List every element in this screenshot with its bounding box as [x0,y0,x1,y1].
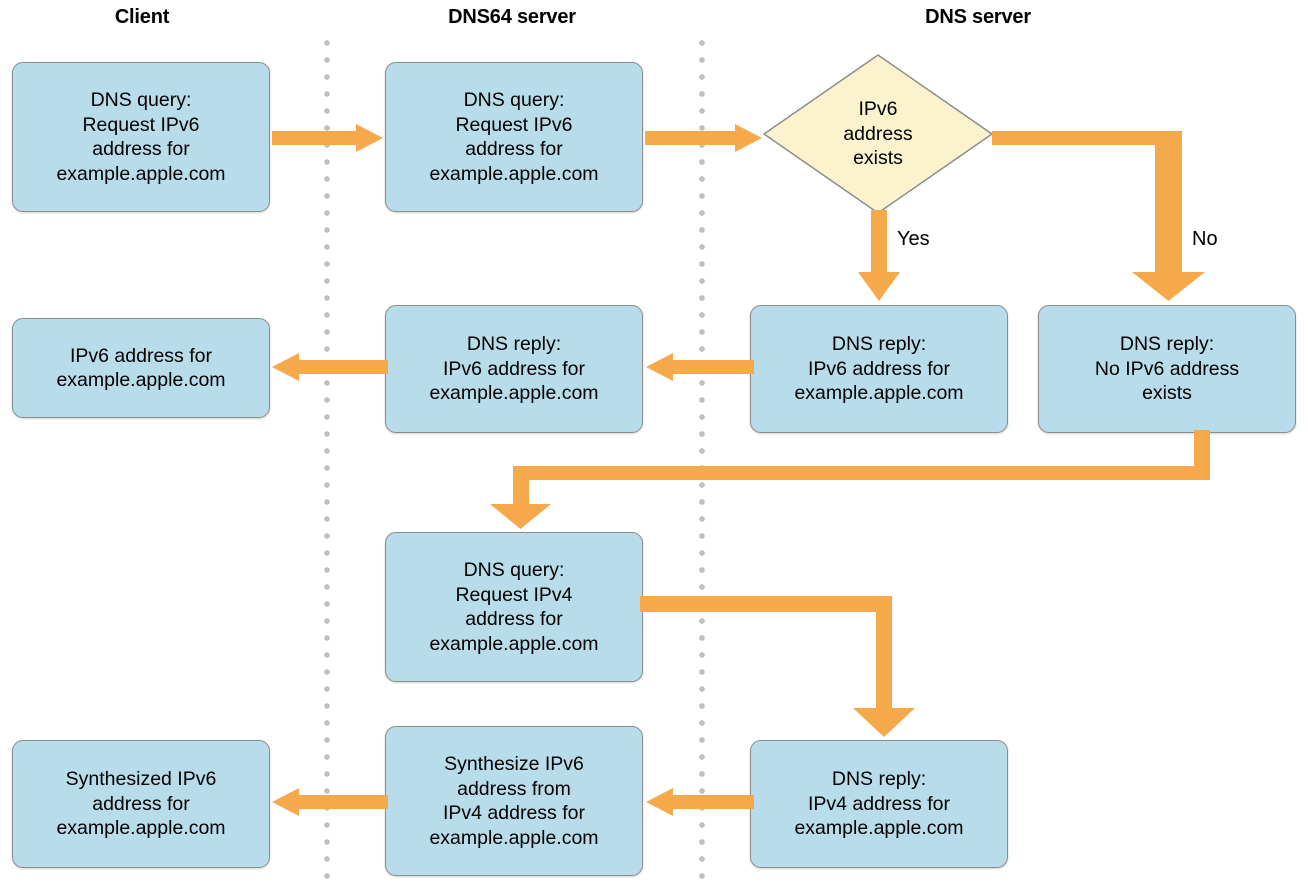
node-label: DNS reply: IPv6 address for example.appl… [429,333,599,405]
node-client-synthesized-ipv6[interactable]: Synthesized IPv6 address for example.app… [12,740,270,868]
diamond-shape [762,54,994,214]
node-dns-reply-ipv4[interactable]: DNS reply: IPv4 address for example.appl… [750,740,1008,868]
column-divider-dns64-dns [699,40,705,882]
node-label: DNS reply: IPv4 address for example.appl… [794,768,964,840]
node-label: DNS query: Request IPv6 address for exam… [429,89,599,185]
arrow-dns64-reply-to-client [272,353,388,381]
arrow-ipv4-query-to-dns-reply-ipv4 [640,596,915,738]
node-label: DNS query: Request IPv4 address for exam… [429,559,599,655]
node-label: DNS reply: IPv6 address for example.appl… [794,333,964,405]
column-header-dns-server: DNS server [925,6,1031,28]
node-label: Synthesize IPv6 address from IPv4 addres… [429,753,599,849]
column-header-dns64-server: DNS64 server [448,6,576,28]
arrow-decision-no-right-down [992,124,1206,302]
column-header-client: Client [114,6,170,28]
node-dns64-query-ipv6[interactable]: DNS query: Request IPv6 address for exam… [385,62,643,212]
arrow-dns64-query-to-decision [645,124,763,152]
node-dns-reply-no-ipv6[interactable]: DNS reply: No IPv6 address exists [1038,305,1296,433]
node-dns64-query-ipv4[interactable]: DNS query: Request IPv4 address for exam… [385,532,643,682]
column-divider-client-dns64 [324,40,330,882]
arrow-client-query-to-dns64-query [272,124,384,152]
node-decision-ipv6-address-exists[interactable]: IPv6 address exists [762,53,994,215]
node-client-ipv6-address[interactable]: IPv6 address for example.apple.com [12,318,270,418]
node-dns64-synthesize[interactable]: Synthesize IPv6 address from IPv4 addres… [385,726,643,876]
branch-label-yes: Yes [897,228,930,250]
node-label: IPv6 address for example.apple.com [56,344,226,392]
node-label: DNS query: Request IPv6 address for exam… [56,89,226,185]
node-dns-reply-ipv6[interactable]: DNS reply: IPv6 address for example.appl… [750,305,1008,433]
node-client-query-ipv6[interactable]: DNS query: Request IPv6 address for exam… [12,62,270,212]
arrow-dns-reply-ipv4-to-synthesize [646,788,754,816]
node-dns64-reply-ipv6[interactable]: DNS reply: IPv6 address for example.appl… [385,305,643,433]
node-label: DNS reply: No IPv6 address exists [1094,333,1240,405]
node-label: Synthesized IPv6 address for example.app… [56,768,226,840]
arrow-synthesize-to-client [272,788,388,816]
arrow-decision-yes-down [857,210,901,302]
branch-label-no: No [1192,228,1218,250]
arrow-no-ipv6-to-ipv4-query [490,430,1210,530]
arrow-dns-reply-to-dns64-reply [646,353,754,381]
